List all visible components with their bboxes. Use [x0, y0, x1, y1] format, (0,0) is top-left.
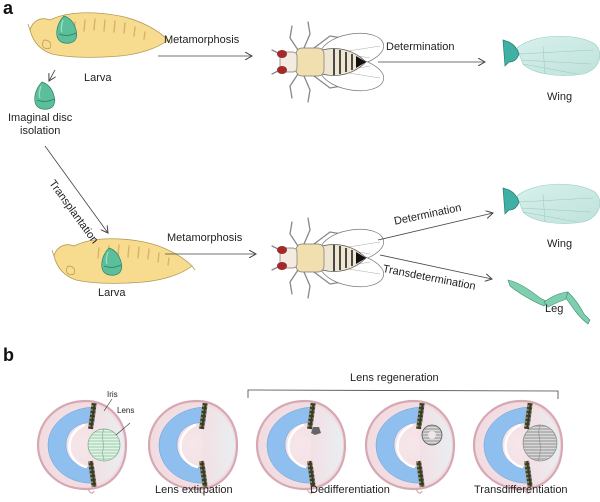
larva-row2	[51, 238, 196, 285]
panel-a-letter: a	[3, 0, 14, 18]
leg	[507, 279, 591, 325]
iris-label: Iris	[107, 390, 118, 399]
adult-fly-row1	[271, 21, 388, 103]
iris-pointer	[103, 398, 113, 412]
caption-dedifferentiation: Dedifferentiation	[310, 484, 390, 496]
determination-label-row1: Determination	[386, 41, 455, 53]
transdetermination-arrow	[379, 254, 492, 279]
imaginal-disc-label-line1: Imaginal disc	[8, 112, 73, 124]
determination-arrow-row2	[377, 213, 493, 241]
wing-label-row1: Wing	[547, 91, 573, 103]
caption-transdifferentiation: Transdifferentiation	[474, 484, 568, 496]
metamorphosis-label-row2: Metamorphosis	[167, 232, 243, 244]
wing-row2	[502, 183, 600, 224]
larva-row1	[27, 12, 172, 59]
panel-b-letter: b	[3, 345, 14, 365]
metamorphosis-label-row1: Metamorphosis	[164, 34, 240, 46]
lens-regeneration-label: Lens regeneration	[350, 372, 439, 384]
leg-label: Leg	[545, 303, 564, 315]
adult-fly-row2	[271, 217, 388, 299]
wing-label-row2: Wing	[547, 238, 573, 250]
larva-label-row1: Larva	[84, 72, 112, 84]
eye-transdifferentiation	[472, 399, 564, 495]
lens-regeneration-bracket	[247, 389, 559, 399]
eye-lens-extirpation	[147, 399, 239, 495]
lens-pointer	[115, 422, 131, 436]
eye-lens-vesicle	[364, 399, 456, 495]
lens-intact	[87, 428, 121, 462]
lens-label: Lens	[117, 406, 135, 415]
larva-label-row2: Larva	[98, 287, 126, 299]
eye-intact	[36, 398, 131, 495]
wing-row1	[502, 35, 600, 76]
caption-lens-extirpation: Lens extirpation	[155, 484, 233, 496]
dedifferentiating-cells	[311, 427, 321, 435]
eye-dedifferentiation	[255, 399, 347, 495]
imaginal-disc-label-line2: isolation	[20, 125, 61, 137]
transplantation-arrow	[44, 145, 108, 233]
isolation-arrow	[49, 69, 55, 81]
isolated-imaginal-disc	[34, 81, 56, 110]
